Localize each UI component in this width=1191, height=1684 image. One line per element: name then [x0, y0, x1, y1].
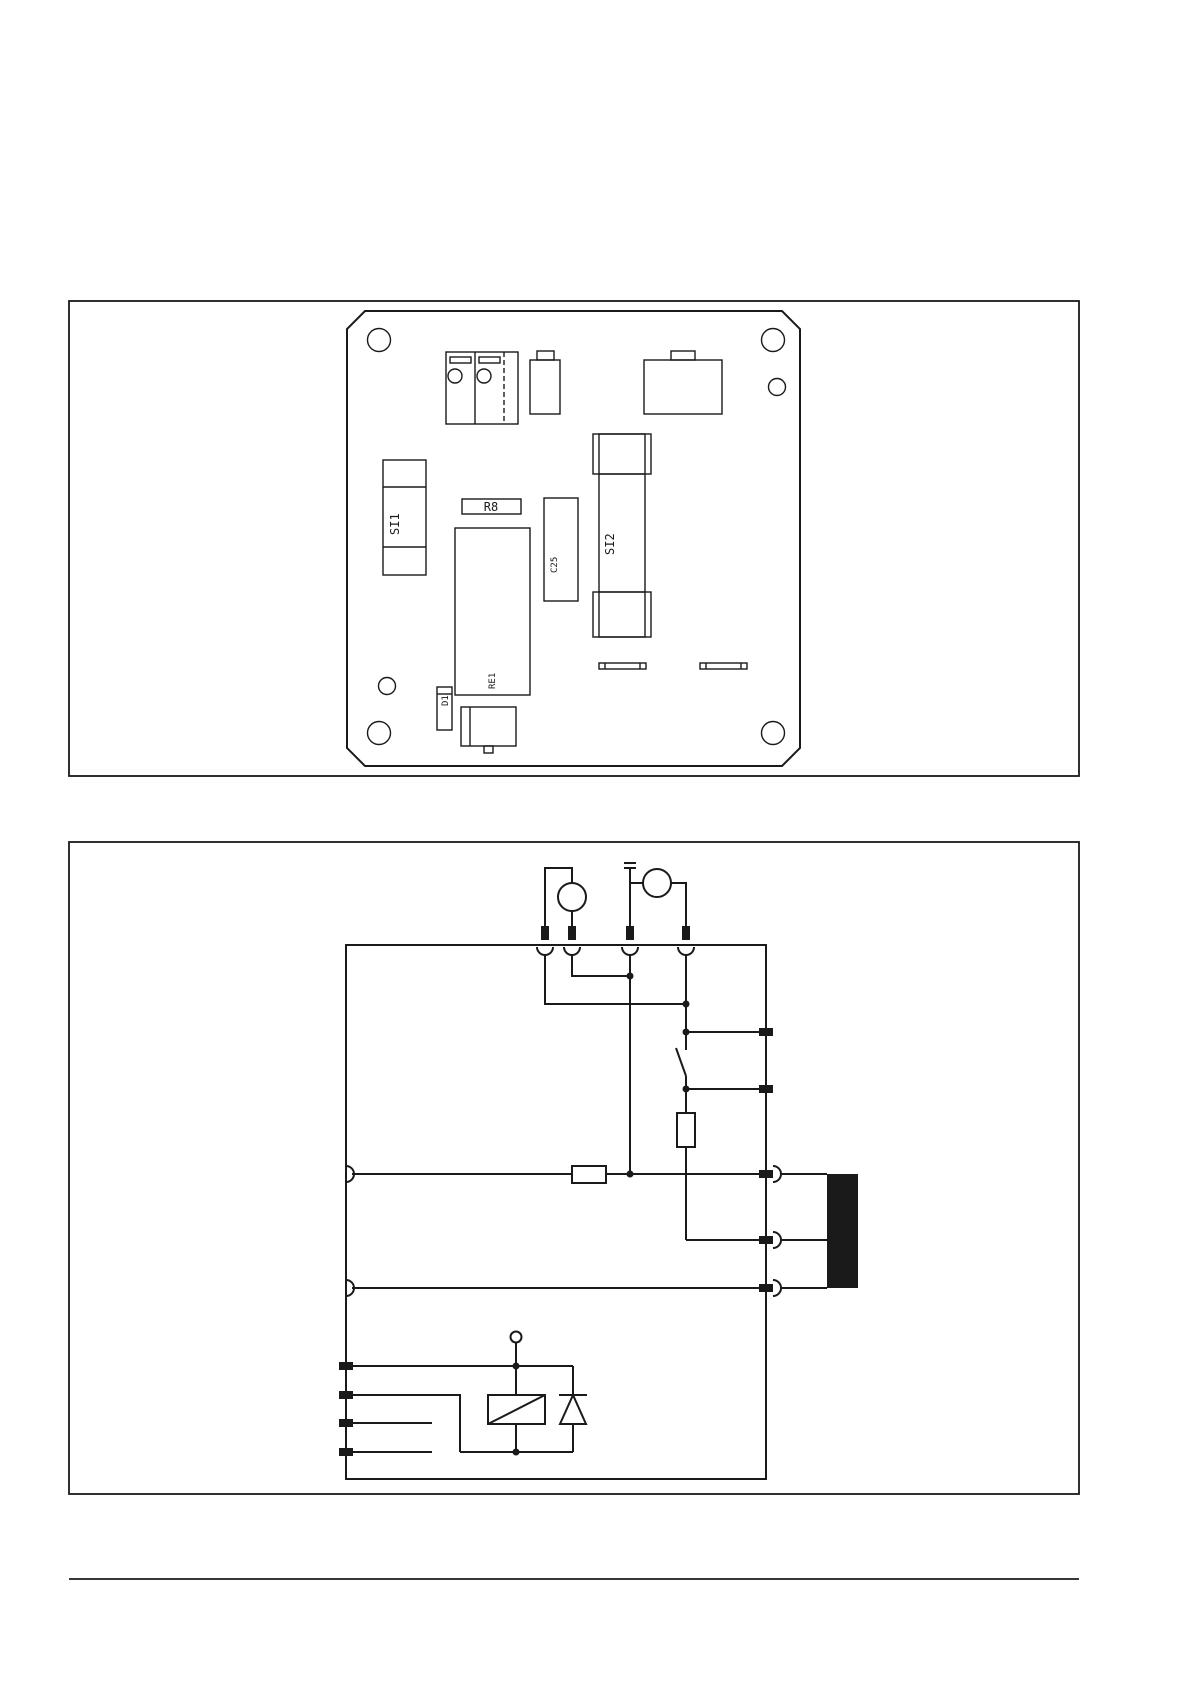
small-connector — [530, 351, 560, 414]
left-terminals — [346, 1166, 354, 1296]
mounting-hole — [379, 678, 396, 695]
fuse-si1: SI1 — [383, 460, 426, 575]
external-heater-block — [827, 1174, 858, 1288]
bottom-connector — [461, 707, 516, 753]
relay-coil-circuit — [346, 1332, 587, 1456]
mounting-hole — [762, 329, 785, 352]
label-c25: C25 — [550, 557, 560, 573]
label-si2: SI2 — [603, 533, 617, 555]
mounting-hole — [769, 379, 786, 396]
fuse-horizontal — [572, 1166, 606, 1183]
label-d1: D1 — [441, 695, 451, 706]
mounting-holes — [368, 329, 786, 745]
terminal-block — [446, 352, 518, 424]
right-terminals — [759, 1028, 827, 1296]
fuse-vertical — [677, 1113, 695, 1147]
switch-contact — [676, 1032, 686, 1089]
top-connector-pins — [537, 926, 694, 955]
label-re1: RE1 — [488, 673, 498, 689]
external-lamp-2 — [624, 863, 686, 933]
label-r8: R8 — [484, 500, 498, 514]
link-pads — [599, 663, 747, 669]
module-box — [346, 945, 766, 1479]
pcb-board-outline — [347, 311, 800, 766]
relay-re1: RE1 — [455, 528, 530, 695]
mounting-hole — [368, 722, 391, 745]
pcb-layout-frame — [69, 301, 1079, 776]
mounting-hole — [368, 329, 391, 352]
label-si1: SI1 — [388, 513, 402, 535]
diode-d1: D1 — [437, 687, 452, 730]
large-connector — [644, 351, 722, 414]
resistor-r8: R8 — [462, 499, 521, 514]
capacitor-c25: C25 — [544, 498, 578, 601]
external-lamp-1 — [545, 868, 586, 933]
mounting-hole — [762, 722, 785, 745]
fuse-si2: SI2 — [593, 434, 651, 637]
internal-wiring — [352, 955, 766, 1288]
